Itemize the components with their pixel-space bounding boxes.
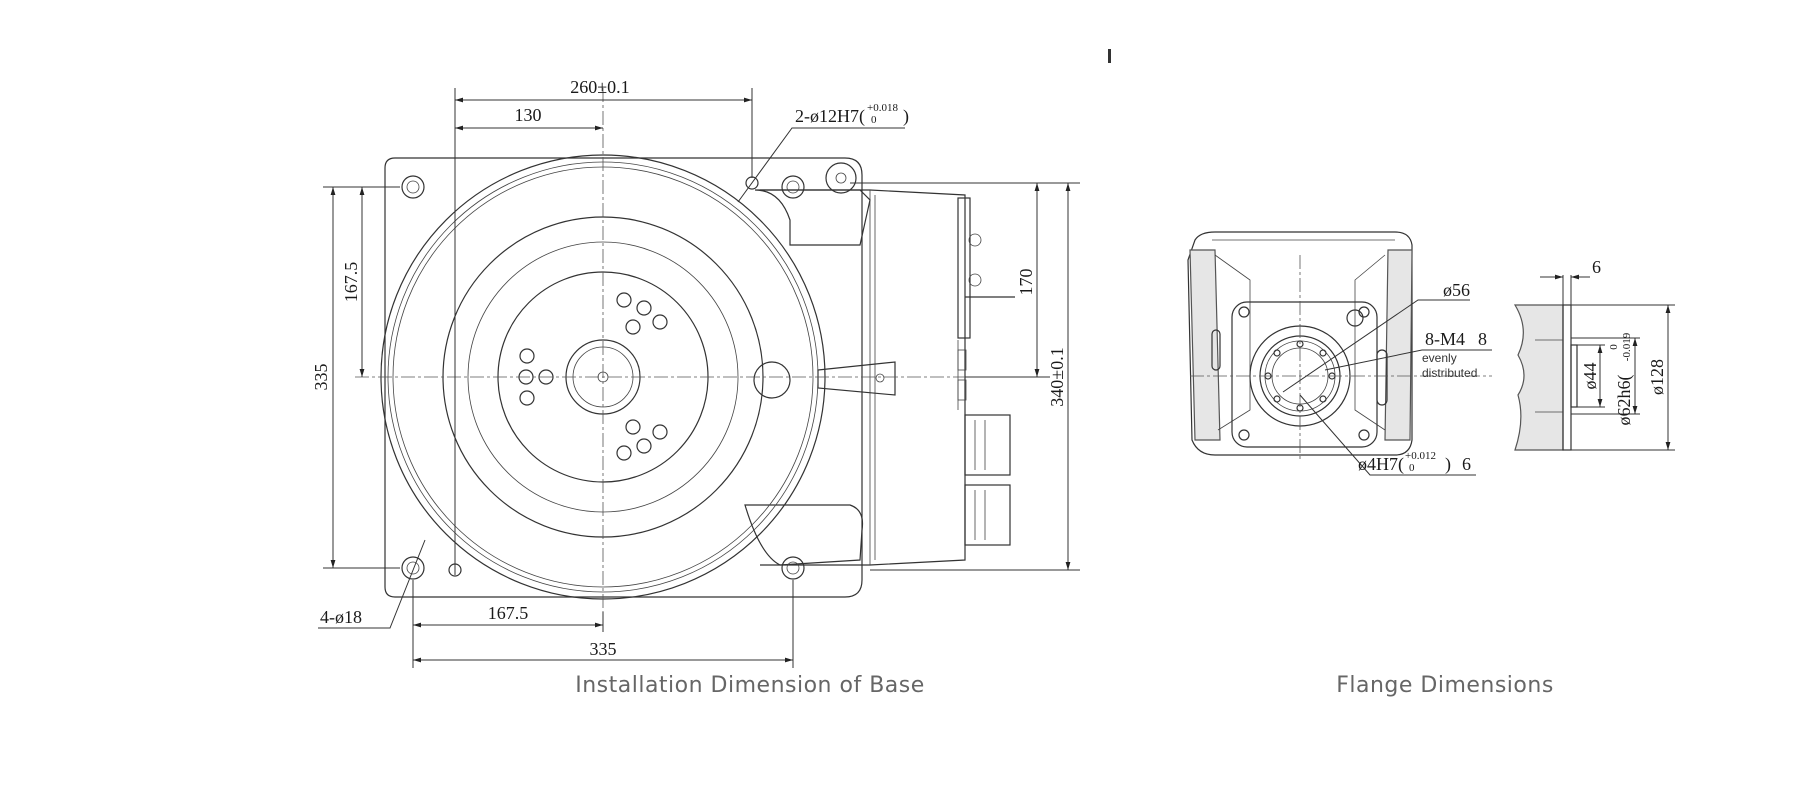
page-mark — [1108, 49, 1111, 63]
dim-left-half: 167.5 — [341, 262, 361, 303]
connectors — [957, 197, 1015, 546]
dim-bottom-half: 167.5 — [488, 603, 529, 623]
note-distributed: distributed — [1422, 366, 1477, 380]
dim-d62: ø62h6( — [1614, 375, 1635, 426]
dim-pin: ø4H7( — [1358, 454, 1404, 475]
mounting-holes — [401, 162, 857, 580]
dim-threads-depth: 8 — [1478, 329, 1487, 349]
dim-threads: 8-M4 — [1425, 329, 1465, 349]
base-drawing — [318, 88, 1080, 668]
dim-d56: ø56 — [1443, 280, 1470, 300]
hub-bolts — [518, 292, 668, 461]
dim-pin-tol-upper: +0.012 — [1405, 450, 1436, 462]
dim-pin-tol-upper: +0.018 — [867, 102, 898, 114]
dim-left-full: 335 — [311, 364, 331, 391]
dim-bottom-full: 335 — [590, 639, 617, 659]
note-evenly: evenly — [1422, 351, 1457, 365]
dim-holes: 4-ø18 — [320, 607, 362, 627]
dim-d128: ø128 — [1647, 359, 1667, 395]
flange-drawing — [1187, 231, 1675, 476]
dim-top-width: 260±0.1 — [570, 77, 629, 97]
dim-pin-close: ) — [1445, 454, 1451, 475]
dim-d44: ø44 — [1580, 363, 1600, 390]
dim-pin-depth: 6 — [1462, 454, 1471, 474]
dim-d62-tol-upper: 0 — [1608, 344, 1620, 350]
caption-flange: Flange Dimensions — [1336, 673, 1554, 698]
caption-base: Installation Dimension of Base — [575, 673, 925, 698]
dim-pin-hole: 2-ø12H7( — [795, 106, 865, 127]
dim-top-half: 130 — [515, 105, 542, 125]
dim-right-170: 170 — [1016, 269, 1036, 296]
dim-pin-close: ) — [903, 106, 909, 127]
dim-d62-tol-lower: -0.019 — [1621, 332, 1633, 361]
dim-thickness: 6 — [1592, 257, 1601, 277]
dim-pin-tol-lower: 0 — [1409, 462, 1415, 474]
dim-pin-tol-lower: 0 — [871, 114, 877, 126]
dim-right-340: 340±0.1 — [1047, 347, 1067, 406]
